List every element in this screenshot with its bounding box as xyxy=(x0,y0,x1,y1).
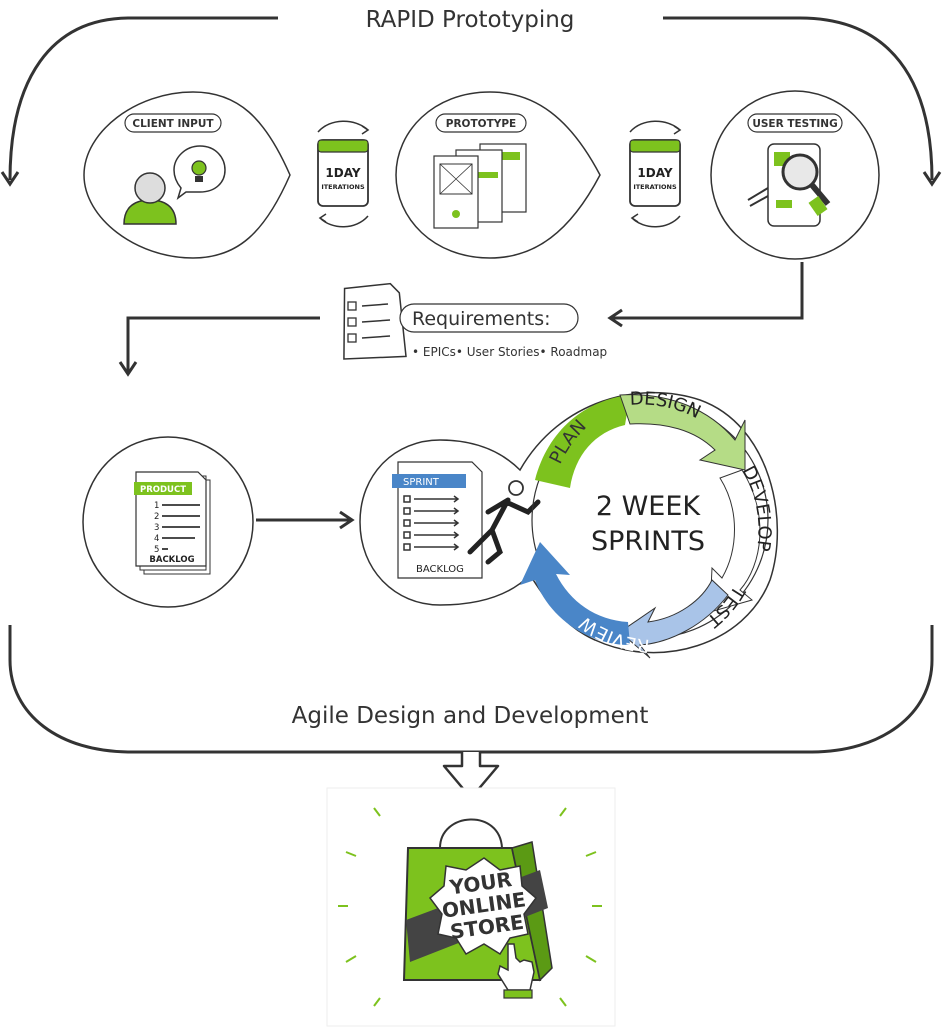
prototype-label: PROTOTYPE xyxy=(446,118,516,130)
iteration-calendar-2: 1DAY ITERATIONS xyxy=(629,120,682,228)
rapid-prototyping-title: RAPID Prototyping xyxy=(366,7,575,33)
calendar-1-days: 1DAY xyxy=(325,166,360,180)
requirements-block: Requirements: • EPICs• User Stories• Roa… xyxy=(343,282,607,360)
sprint-cycle-line2: SPRINTS xyxy=(591,526,705,557)
agile-loop xyxy=(8,625,934,754)
sparkle-lines xyxy=(338,807,602,1007)
sprint-backlog-header: SPRINT xyxy=(403,477,440,488)
backlog-number-3: 3 xyxy=(154,523,159,533)
product-backlog-footer: BACKLOG xyxy=(149,555,194,565)
product-backlog-bubble: PRODUCT 1 2 3 4 5 BACKLOG xyxy=(82,436,254,608)
running-person-icon xyxy=(467,480,541,565)
product-backlog-header: PRODUCT xyxy=(140,485,186,495)
prototype-bubble: PROTOTYPE xyxy=(395,91,601,259)
requirements-label: Requirements: xyxy=(412,308,551,330)
agile-title: Agile Design and Development xyxy=(292,703,649,729)
product-backlog-document-icon: PRODUCT 1 2 3 4 5 BACKLOG xyxy=(134,471,211,575)
client-input-label: CLIENT INPUT xyxy=(132,118,214,130)
backlog-number-4: 4 xyxy=(154,534,159,544)
shopping-bag-icon: YOUR ONLINE STORE xyxy=(402,818,553,982)
phone-magnifier-icon xyxy=(747,143,831,227)
calendar-2-iterations: ITERATIONS xyxy=(633,183,677,191)
online-store-panel: YOUR ONLINE STORE xyxy=(326,787,616,1027)
backlog-number-1: 1 xyxy=(154,501,159,511)
rapid-loop-arrow xyxy=(8,16,934,181)
backlog-number-5: 5 xyxy=(154,545,159,555)
person-icon xyxy=(123,172,177,225)
requirements-to-backlog-arrow xyxy=(118,316,320,377)
wireframe-pages-icon xyxy=(433,143,527,229)
rapid-loop-arrowheads xyxy=(0,171,942,187)
user-testing-label: USER TESTING xyxy=(752,118,837,130)
calendar-1-iterations: ITERATIONS xyxy=(321,183,365,191)
sprint-cycle-line1: 2 WEEK xyxy=(596,491,702,522)
backlog-to-sprint-arrow xyxy=(256,510,355,530)
lightbulb-idea-icon xyxy=(173,145,226,200)
backlog-number-2: 2 xyxy=(154,512,159,522)
sprint-backlog-document-icon: SPRINT BACKLOG xyxy=(392,461,483,579)
sprint-backlog-footer: BACKLOG xyxy=(416,564,464,575)
pointer-hand-icon xyxy=(497,943,535,999)
calendar-2-days: 1DAY xyxy=(637,166,672,180)
requirements-items: • EPICs• User Stories• Roadmap xyxy=(412,345,607,359)
iteration-calendar-1: 1DAY ITERATIONS xyxy=(317,120,370,228)
testing-to-requirements-arrow xyxy=(607,262,804,328)
client-input-bubble: CLIENT INPUT xyxy=(83,91,291,259)
sprint-bubble: SPRINT BACKLOG xyxy=(359,391,779,654)
checklist-document-icon xyxy=(343,282,407,360)
user-testing-bubble: USER TESTING xyxy=(710,90,880,260)
